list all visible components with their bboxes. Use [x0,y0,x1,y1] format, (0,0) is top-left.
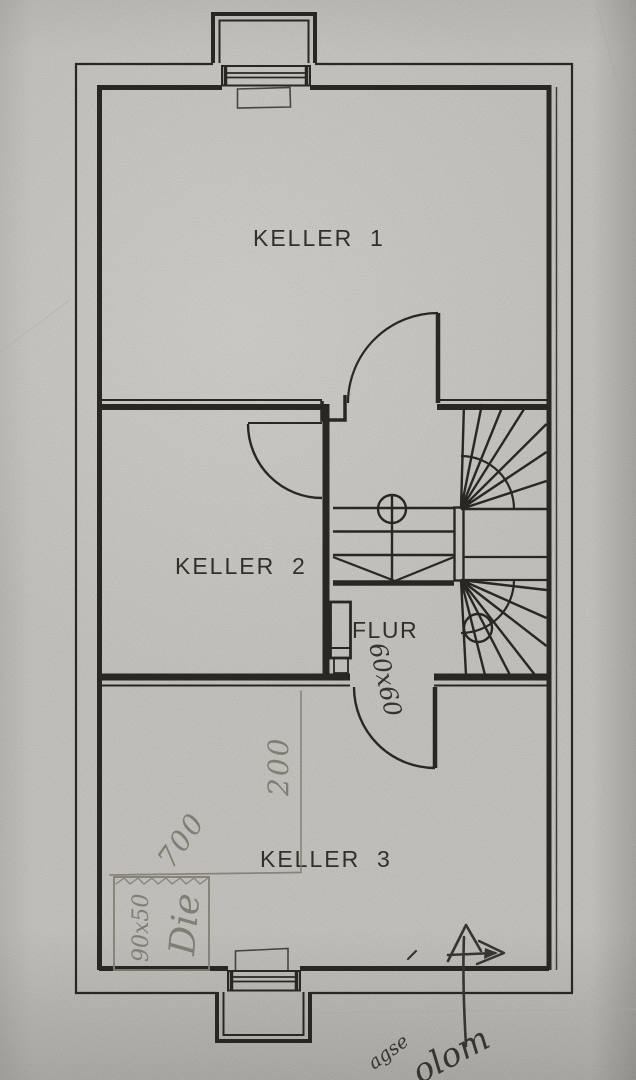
scanned-floor-plan-page: KELLER 1 KELLER 2 KELLER 3 FLUR 60x60 ag… [0,0,636,1080]
floor-plan-drawing: KELLER 1 KELLER 2 KELLER 3 FLUR 60x60 ag… [0,0,636,1080]
paper-grain-texture [0,0,636,1080]
